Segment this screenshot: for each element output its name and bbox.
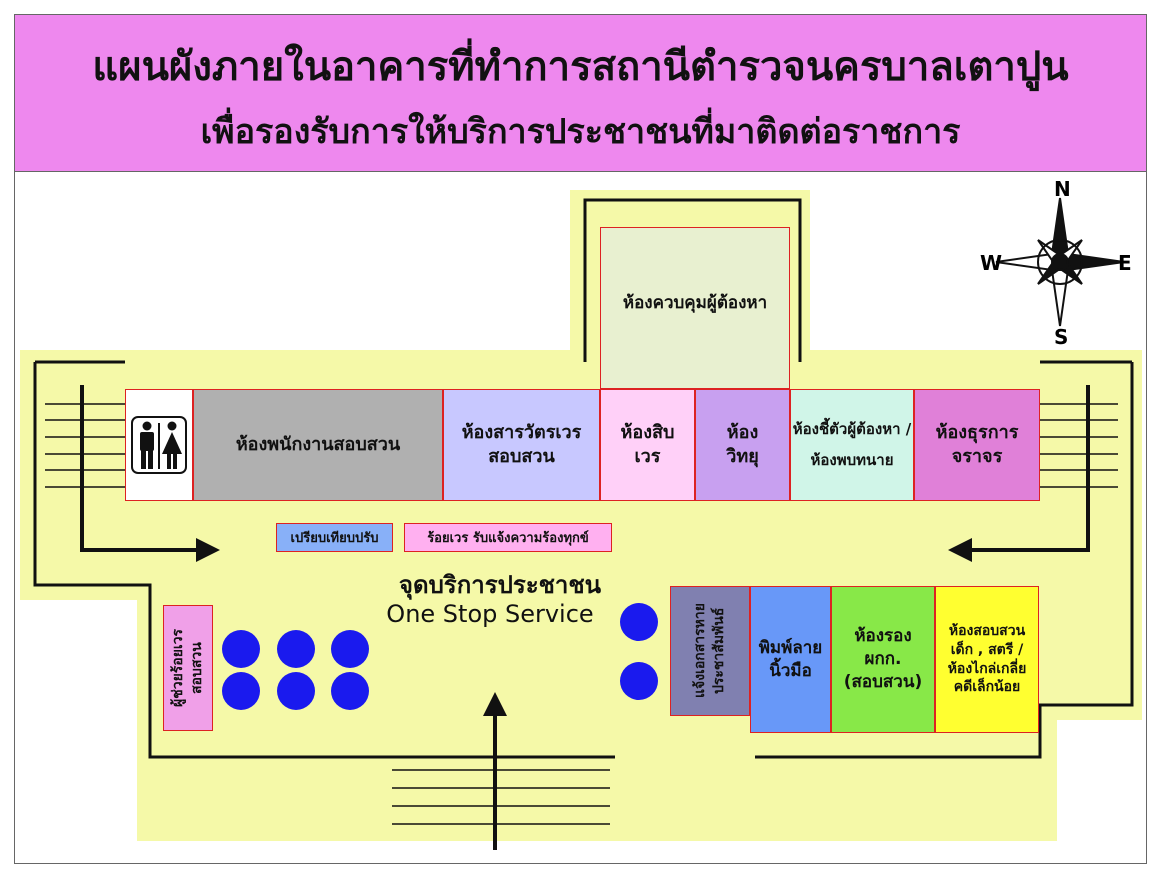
arrow-entrance-head (483, 692, 507, 716)
room-child-women: ห้องสอบสวนเด็ก , สตรี / ห้องไกล่เกลี่ยคด… (935, 586, 1039, 733)
title-line-1: แผนผังภายในอาคารที่ทำการสถานีตำรวจนครบาล… (92, 44, 1069, 90)
restroom (125, 389, 193, 501)
header-banner (15, 15, 1146, 172)
room-identification: ห้องชี้ตัวผู้ต้องหา / ห้องพบทนาย (790, 389, 914, 501)
title-line-2: เพื่อรองรับการให้บริการประชาชนที่มาติดต่… (200, 112, 961, 152)
seat (277, 672, 315, 710)
compass-east: E (1118, 251, 1132, 275)
service-point-en: One Stop Service (386, 600, 594, 628)
arrow-right-path (965, 385, 1090, 552)
seat (331, 630, 369, 668)
room-fingerprint: พิมพ์ลายนิ้วมือ (750, 586, 831, 733)
seat (222, 672, 260, 710)
room-duty-officer: ห้องสิบเวร (600, 389, 695, 501)
compass-west: W (980, 251, 1002, 275)
room-inquiry-records: ห้องสารวัตรเวรสอบสวน (443, 389, 600, 501)
room-detainee-control: ห้องควบคุมผู้ต้องหา (600, 227, 790, 389)
tag-fine-compare: เปรียบเทียบปรับ (276, 523, 393, 552)
restroom-icon (131, 416, 187, 474)
arrow-left-path (80, 385, 200, 552)
room-reception-pr: แจ้งเอกสารหาย ประชาสัมพันธ์ (670, 586, 750, 716)
seat (620, 603, 658, 641)
room-investigators: ห้องพนักงานสอบสวน (193, 389, 443, 501)
compass-north: N (1054, 180, 1071, 201)
outer-wall-right (755, 362, 1134, 759)
compass-south: S (1054, 325, 1068, 349)
service-point-th: จุดบริการประชาชน (398, 571, 602, 599)
seat (331, 672, 369, 710)
room-deputy-office: ห้องรอง ผกก. (สอบสวน) (831, 586, 935, 733)
diagram-frame (14, 14, 1147, 864)
seat (620, 662, 658, 700)
floor-lower-right (1050, 595, 1142, 720)
seat (277, 630, 315, 668)
seat (222, 630, 260, 668)
arrow-right-head (948, 538, 972, 562)
top-wing-wall (583, 198, 802, 362)
room-radio: ห้องวิทยุ (695, 389, 790, 501)
tag-complaint: ร้อยเวร รับแจ้งความร้องทุกข์ (404, 523, 612, 552)
room-traffic-admin: ห้องธุรการจราจร (914, 389, 1040, 501)
arrow-left-head (196, 538, 220, 562)
compass-icon: N S E W (980, 180, 1132, 349)
outer-wall-left (33, 362, 615, 759)
room-assistant-investigator: ผู้ช่วยร้อยเวรสอบสวน (163, 605, 213, 731)
